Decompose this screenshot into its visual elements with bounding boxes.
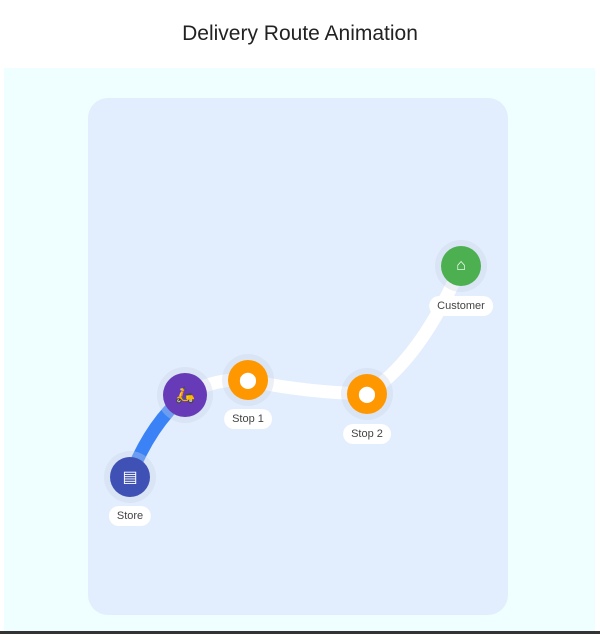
location-pin-icon: ⬤ (358, 386, 376, 403)
customer-marker[interactable]: ⌂ (441, 246, 481, 286)
store-icon: ▤ (122, 469, 138, 486)
scooter-icon: 🛵 (175, 387, 195, 404)
stop2-label: Stop 2 (343, 424, 391, 444)
home-icon: ⌂ (456, 257, 466, 274)
store-label: Store (108, 506, 152, 526)
stop1-label: Stop 1 (224, 409, 272, 429)
courier-marker: 🛵 (163, 373, 207, 417)
stop1-marker[interactable]: ⬤ (228, 360, 268, 400)
route-remaining (178, 259, 468, 402)
divider (0, 631, 600, 634)
customer-label: Customer (429, 296, 493, 316)
store-marker[interactable]: ▤ (110, 457, 150, 497)
stop2-marker[interactable]: ⬤ (347, 374, 387, 414)
route-card (88, 98, 508, 615)
location-pin-icon: ⬤ (239, 372, 257, 389)
page-title: Delivery Route Animation (182, 22, 418, 45)
